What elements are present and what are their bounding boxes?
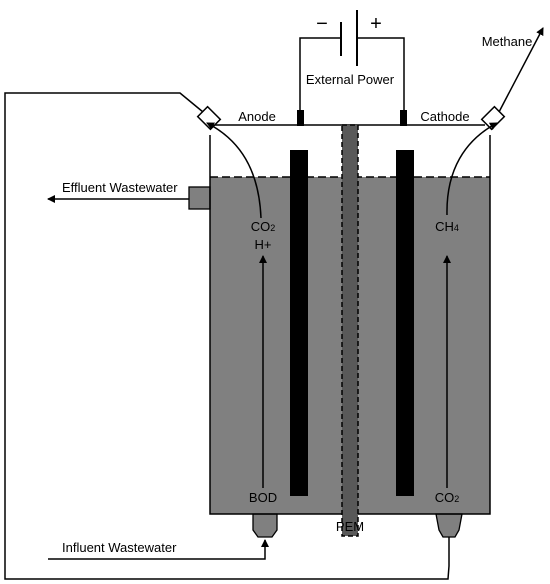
co2-anode-label: CO2 <box>251 219 276 234</box>
battery-negative-sign: − <box>316 13 328 35</box>
external-power-label: External Power <box>306 72 395 87</box>
effluent-label: Effluent Wastewater <box>62 180 178 195</box>
co2-cathode-label: CO2 <box>435 490 460 505</box>
external-circuit <box>299 10 405 112</box>
recirculation-line <box>4 92 450 580</box>
co2-cathode-subscript: 2 <box>454 494 459 504</box>
h-plus-label: H+ <box>255 237 272 252</box>
co2-cathode-main: CO <box>435 490 455 505</box>
ch4-main: CH <box>435 219 454 234</box>
cathode-electrode <box>396 150 414 496</box>
influent-label: Influent Wastewater <box>62 540 177 555</box>
influent-nozzle <box>252 513 278 538</box>
cathode-outlet-nozzle <box>435 513 463 538</box>
proton-exchange-membrane <box>341 124 359 537</box>
cathode-terminal <box>400 110 407 126</box>
ch4-subscript: 4 <box>454 223 459 233</box>
influent-arrow <box>48 539 269 560</box>
pem-label: PEM <box>336 519 364 534</box>
co2-anode-main: CO <box>251 219 271 234</box>
cathode-label: Cathode <box>420 109 469 124</box>
left-wire <box>299 37 340 112</box>
right-wire <box>358 37 405 112</box>
co2-anode-subscript: 2 <box>270 223 275 233</box>
anode-terminal <box>297 110 304 126</box>
anode-label: Anode <box>238 109 276 124</box>
ch4-label: CH4 <box>435 219 459 234</box>
anode-electrode <box>290 150 308 496</box>
effluent-nozzle <box>188 186 211 210</box>
methane-outlet-arrow <box>498 27 544 113</box>
cathode-gas-arrow <box>446 122 498 216</box>
battery-positive-sign: + <box>370 13 382 35</box>
anode-gas-arrow <box>206 122 262 219</box>
methane-label: Methane <box>482 34 533 49</box>
bod-label: BOD <box>249 490 277 505</box>
